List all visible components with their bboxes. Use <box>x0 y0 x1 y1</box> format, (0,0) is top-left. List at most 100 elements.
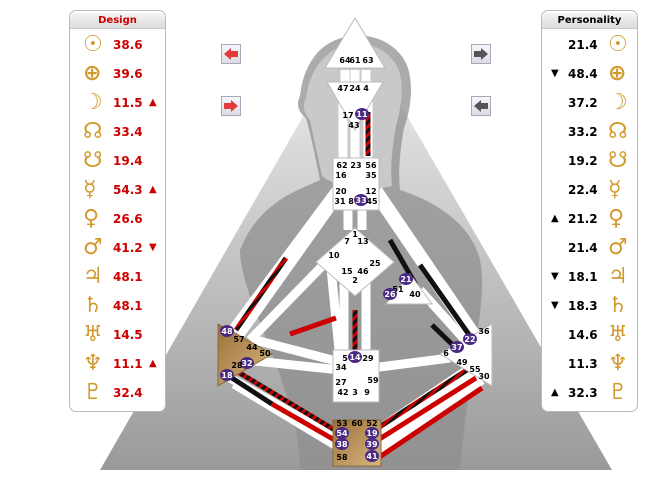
gate-39[interactable]: 39 <box>365 438 379 450</box>
gate-17[interactable]: 17 <box>342 111 353 120</box>
gate-8[interactable]: 8 <box>348 197 354 206</box>
gate-number: 19 <box>366 429 378 438</box>
gate-56[interactable]: 56 <box>365 161 377 170</box>
ego-center[interactable] <box>384 273 433 305</box>
gate-19[interactable]: 19 <box>365 427 379 439</box>
gate-49[interactable]: 49 <box>456 358 468 367</box>
gate-4[interactable]: 4 <box>363 84 369 93</box>
gate-60[interactable]: 60 <box>351 419 363 428</box>
gate-35[interactable]: 35 <box>365 171 377 180</box>
personality-next-button[interactable] <box>471 44 491 64</box>
gate-59[interactable]: 59 <box>367 376 379 385</box>
gate-2[interactable]: 2 <box>352 276 358 285</box>
gate-55[interactable]: 55 <box>469 365 481 374</box>
g-center[interactable] <box>315 227 395 297</box>
gate-43[interactable]: 43 <box>348 121 359 130</box>
head-center[interactable] <box>324 17 386 69</box>
personality-prev-button[interactable] <box>471 96 491 116</box>
gate-63[interactable]: 63 <box>362 56 373 65</box>
gate-number: 32 <box>241 359 252 368</box>
gate-61[interactable]: 61 <box>349 56 361 65</box>
gate-46[interactable]: 46 <box>357 267 369 276</box>
gate-50[interactable]: 50 <box>259 349 271 358</box>
gate-3[interactable]: 3 <box>352 388 358 397</box>
gate-54[interactable]: 54 <box>335 427 349 439</box>
gate-24[interactable]: 24 <box>349 84 361 93</box>
gate-37[interactable]: 37 <box>450 341 464 353</box>
gate-number: 47 <box>337 84 348 93</box>
gate-44[interactable]: 44 <box>246 343 258 352</box>
gate-51[interactable]: 51 <box>392 285 404 294</box>
gate-18[interactable]: 18 <box>220 369 234 381</box>
gate-52[interactable]: 52 <box>366 419 377 428</box>
gate-15[interactable]: 15 <box>341 267 353 276</box>
personality-planet-row: ☊33.2 <box>542 118 637 146</box>
gate-number: 56 <box>365 161 377 170</box>
gate-26[interactable]: 26 <box>383 288 397 300</box>
gate-36[interactable]: 36 <box>478 327 490 336</box>
up-arrow-icon: ▲ <box>149 184 157 195</box>
down-arrow-icon: ▼ <box>149 242 157 253</box>
gate-38[interactable]: 38 <box>335 438 349 450</box>
gate-45[interactable]: 45 <box>366 197 378 206</box>
gate-40[interactable]: 40 <box>409 290 421 299</box>
venus-icon: ♀ <box>83 206 100 231</box>
gate-34[interactable]: 34 <box>335 363 347 372</box>
gate-33[interactable]: 33 <box>354 194 368 206</box>
gate-1[interactable]: 1 <box>352 230 358 239</box>
gate-number: 42 <box>337 388 348 397</box>
gate-57[interactable]: 57 <box>233 335 244 344</box>
gate-58[interactable]: 58 <box>336 453 348 462</box>
gate-9[interactable]: 9 <box>364 388 370 397</box>
gate-31[interactable]: 31 <box>334 197 346 206</box>
gate-11[interactable]: 11 <box>355 108 369 120</box>
gate-number: 59 <box>367 376 379 385</box>
gate-27[interactable]: 27 <box>335 378 346 387</box>
gate-14[interactable]: 14 <box>348 351 362 363</box>
mercury-icon: ☿ <box>83 177 97 202</box>
gate-64[interactable]: 64 <box>339 56 351 65</box>
gate-25[interactable]: 25 <box>369 259 381 268</box>
gate-number: 62 <box>336 161 347 170</box>
up-arrow-icon: ▲ <box>149 358 157 369</box>
uranus-icon: ♅ <box>83 322 103 347</box>
gate-number: 20 <box>335 187 347 196</box>
gate-16[interactable]: 16 <box>335 171 347 180</box>
gate-number: 12 <box>365 187 376 196</box>
gate-47[interactable]: 47 <box>337 84 348 93</box>
active-gate-marker <box>335 438 349 450</box>
gate-number: 4 <box>363 84 369 93</box>
gate-32[interactable]: 32 <box>240 357 254 369</box>
personality-planet-row: ☋19.2 <box>542 147 637 175</box>
gate-62[interactable]: 62 <box>336 161 347 170</box>
gate-23[interactable]: 23 <box>350 161 361 170</box>
gate-6[interactable]: 6 <box>443 349 449 358</box>
design-planet-value: 38.6 <box>113 38 143 52</box>
gate-number: 10 <box>328 251 340 260</box>
gate-53[interactable]: 53 <box>336 419 347 428</box>
personality-planet-row: ♇32.3▲ <box>542 379 637 407</box>
gate-22[interactable]: 22 <box>463 333 477 345</box>
right-arrow-icon <box>224 100 238 112</box>
personality-planet-row: ♀21.2▲ <box>542 205 637 233</box>
design-next-button[interactable] <box>221 96 241 116</box>
gate-21[interactable]: 21 <box>399 273 413 285</box>
gate-30[interactable]: 30 <box>478 372 490 381</box>
gate-13[interactable]: 13 <box>357 237 368 246</box>
left-arrow-icon <box>224 48 238 60</box>
active-gate-marker <box>463 333 477 345</box>
gate-48[interactable]: 48 <box>220 325 234 337</box>
gate-5[interactable]: 5 <box>342 354 348 363</box>
gate-28[interactable]: 28 <box>231 361 243 370</box>
gate-41[interactable]: 41 <box>365 450 379 462</box>
gate-number: 5 <box>342 354 348 363</box>
gate-20[interactable]: 20 <box>335 187 347 196</box>
gate-42[interactable]: 42 <box>337 388 348 397</box>
ajna-center[interactable] <box>326 81 384 131</box>
gate-29[interactable]: 29 <box>362 354 374 363</box>
gate-12[interactable]: 12 <box>365 187 376 196</box>
design-prev-button[interactable] <box>221 44 241 64</box>
gate-10[interactable]: 10 <box>328 251 340 260</box>
pluto-icon: ♇ <box>83 380 103 405</box>
gate-7[interactable]: 7 <box>344 237 350 246</box>
